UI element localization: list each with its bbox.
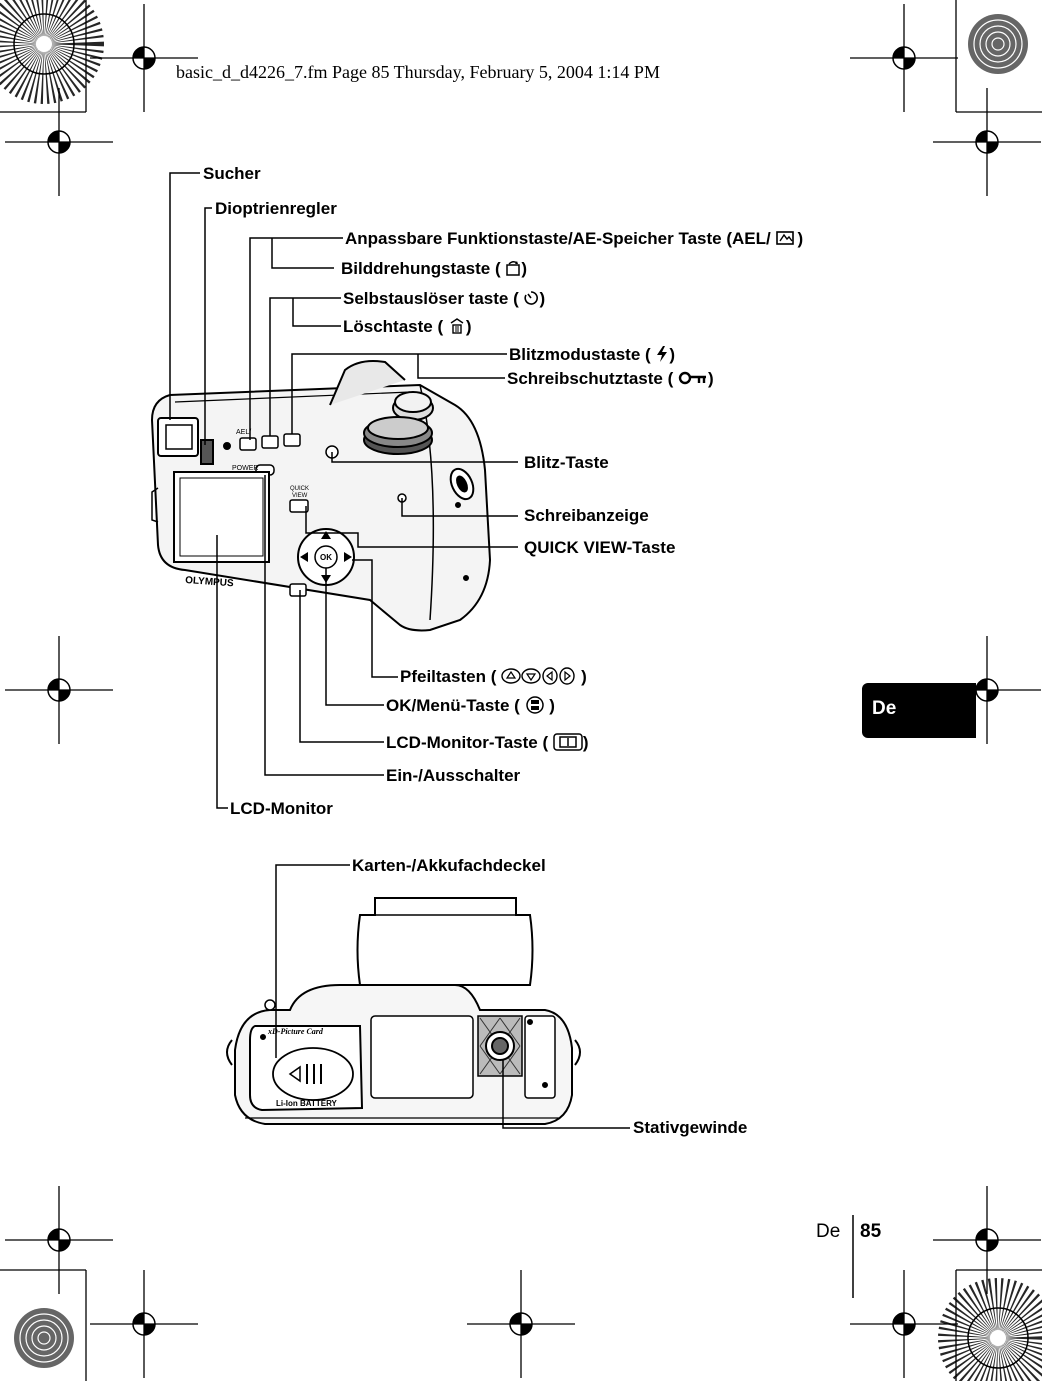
label-stativgewinde: Stativgewinde (633, 1118, 748, 1137)
language-tab-label: De (872, 698, 897, 719)
label-close: ) (549, 696, 555, 715)
camera-bottom-illustration (226, 897, 581, 1125)
label-loeschtaste: Löschtaste ( ) (343, 317, 472, 337)
label-blitzmodustaste: Blitzmodustaste ( ) (509, 345, 675, 365)
label-text: Pfeiltasten ( (400, 667, 497, 686)
self-timer-icon (524, 291, 539, 305)
label-text: Bilddrehungstaste ( (341, 259, 501, 278)
language-tab (862, 683, 976, 738)
label-blitz-taste: Blitz-Taste (524, 453, 609, 472)
lcd-button-icon (553, 733, 583, 751)
camera-card-logo: xD-Picture Card (267, 1027, 324, 1036)
label-sucher: Sucher (203, 164, 261, 183)
sunburst-icon (0, 0, 104, 104)
label-lcd-monitor-taste: LCD-Monitor-Taste ( ) (386, 733, 589, 753)
camera-view-marking: VIEW (292, 493, 308, 499)
label-text: LCD-Monitor-Taste ( (386, 733, 549, 752)
camera-ael-marking: AEL/ (236, 429, 251, 436)
camera-quick-marking: QUICK (290, 486, 309, 492)
leader-lines-back (169, 172, 518, 809)
label-anpassbare-funktionstaste: Anpassbare Funktionstaste/AE-Speicher Ta… (345, 229, 803, 249)
footer-language: De (816, 1221, 841, 1242)
label-quick-view-taste: QUICK VIEW-Taste (524, 538, 676, 557)
label-close: ) (539, 289, 546, 308)
label-ein-ausschalter: Ein-/Ausschalter (386, 766, 521, 785)
label-pfeiltasten: Pfeiltasten ( ) (400, 667, 587, 687)
page-number: 85 (860, 1221, 882, 1242)
sunburst-icon (14, 1308, 74, 1368)
erase-icon (450, 318, 464, 334)
print-header: basic_d_d4226_7.fm Page 85 Thursday, Feb… (176, 62, 660, 82)
flash-icon (657, 346, 668, 362)
label-close: ) (521, 259, 528, 278)
label-bilddrehungstaste: Bilddrehungstaste ( ) (341, 259, 527, 279)
label-selbstausloeser: Selbstauslöser taste ( ) (343, 289, 545, 309)
label-ok-menue-taste: OK/Menü-Taste ( ) (386, 695, 555, 716)
label-dioptrienregler: Dioptrienregler (215, 199, 337, 218)
label-close: ) (582, 733, 589, 752)
label-lcd-monitor: LCD-Monitor (230, 799, 333, 818)
label-karten-akkufachdeckel: Karten-/Akkufachdeckel (352, 856, 546, 875)
camera-power-marking: POWER (232, 465, 258, 472)
label-text: Schreibschutztaste ( (507, 369, 674, 388)
label-schreibschutztaste: Schreibschutztaste ( ) (507, 369, 714, 389)
label-text: Selbstauslöser taste ( (343, 289, 519, 308)
camera-ok-marking: OK (320, 553, 332, 562)
camera-back-illustration (150, 360, 492, 632)
rotate-icon (506, 261, 521, 276)
leader-lines-bottom (275, 864, 630, 1129)
label-schreibanzeige: Schreibanzeige (524, 506, 649, 525)
label-close: ) (797, 229, 804, 248)
camera-battery-marking: Li-Ion BATTERY (276, 1099, 338, 1108)
label-close: ) (465, 317, 472, 336)
label-close: ) (708, 369, 714, 388)
protect-key-icon (678, 371, 706, 385)
sunburst-icon (938, 1278, 1042, 1381)
label-text: Anpassbare Funktionstaste/AE-Speicher Ta… (345, 229, 771, 248)
ael-memory-icon (776, 231, 795, 245)
label-close: ) (669, 345, 676, 364)
label-text: Löschtaste ( (343, 317, 444, 336)
sunburst-icon (968, 14, 1028, 74)
label-text: OK/Menü-Taste ( (386, 696, 520, 715)
camera-brand-marking: OLYMPUS (185, 575, 235, 589)
ok-button-icon (525, 696, 544, 714)
label-close: ) (581, 667, 587, 686)
arrow-keys-icon (501, 667, 575, 685)
label-text: Blitzmodustaste ( (509, 345, 651, 364)
